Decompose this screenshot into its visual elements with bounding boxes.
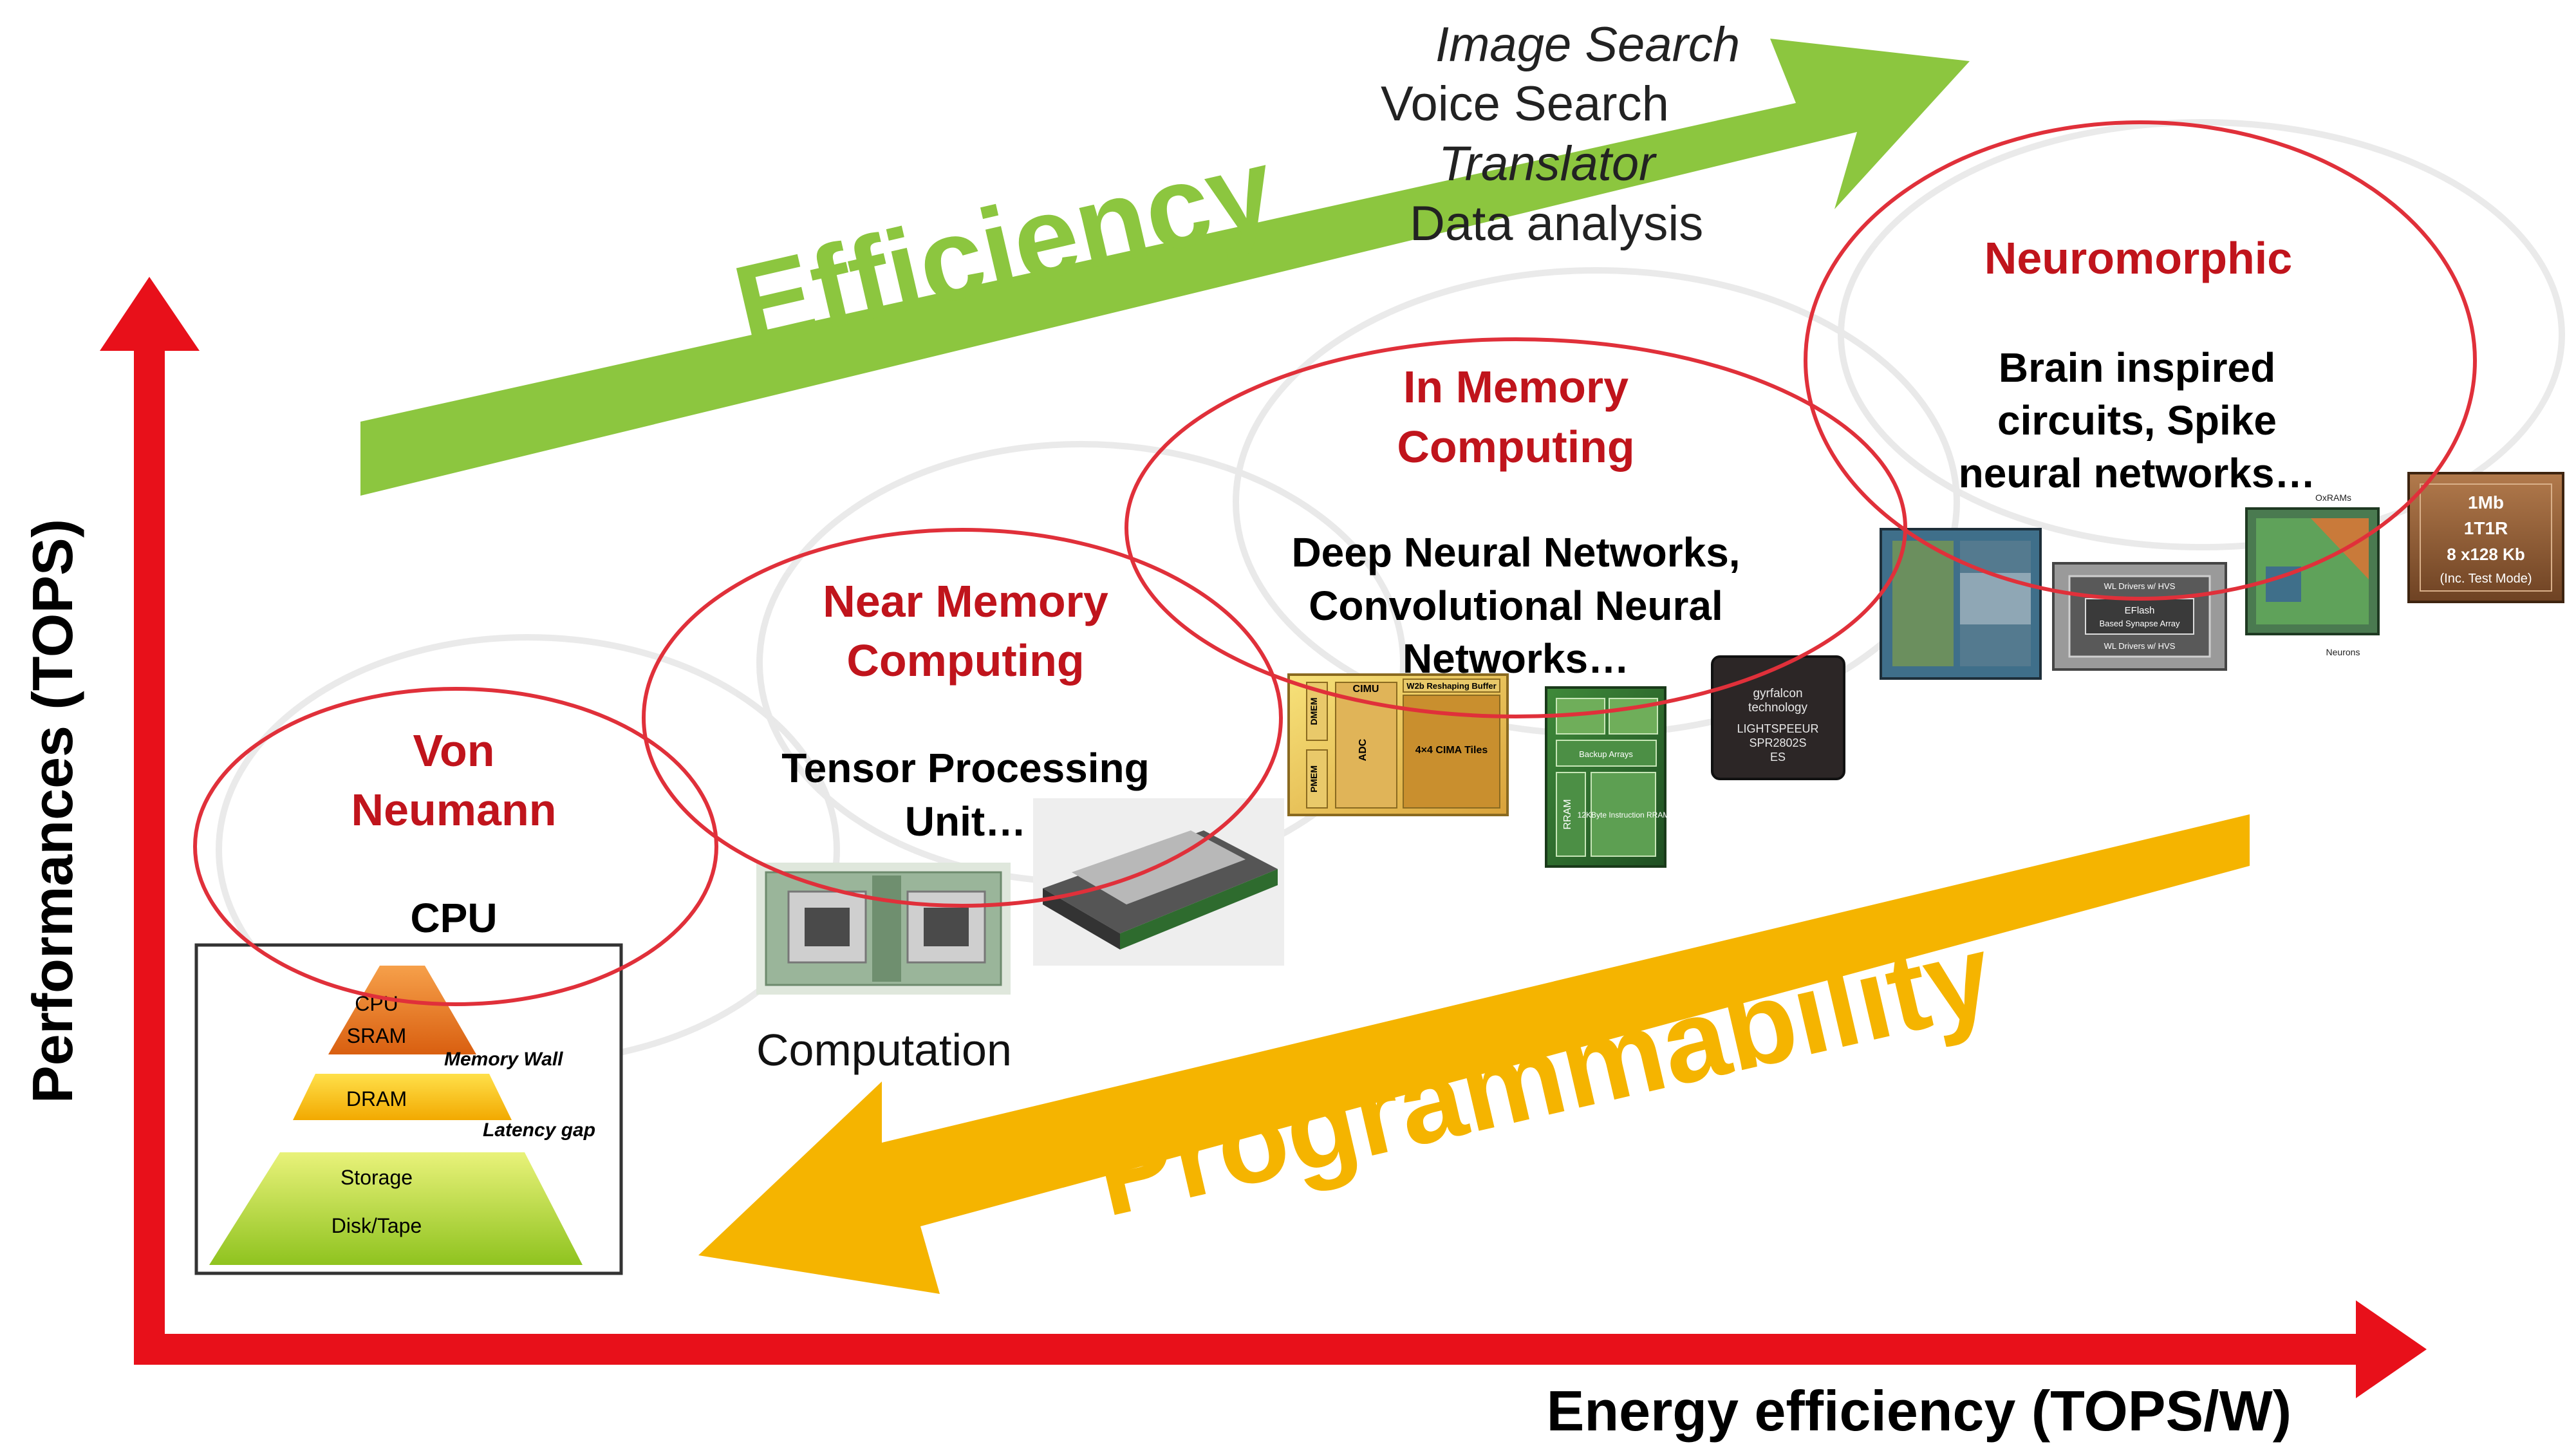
- mb-line1: 1Mb: [2468, 492, 2504, 512]
- eflash-line2: Based Synapse Array: [2099, 619, 2180, 628]
- application-item: Voice Search: [1381, 77, 1669, 131]
- cima-buffer: W2b Reshaping Buffer: [1406, 681, 1496, 691]
- near-memory-title-2: Computing: [846, 635, 1084, 686]
- von-neumann-title-1: Von: [413, 726, 494, 776]
- pyramid-storage: Storage: [341, 1166, 413, 1189]
- rram-backup: Backup Arrays: [1579, 749, 1633, 759]
- cima-pmem: PMEM: [1309, 765, 1319, 792]
- in-memory-title-1: In Memory: [1403, 362, 1629, 412]
- neuromorphic-desc-2: circuits, Spike: [1997, 397, 2277, 444]
- von-neumann-ellipse: [193, 687, 718, 1006]
- in-memory-desc-1: Deep Neural Networks,: [1291, 529, 1740, 576]
- von-neumann-text: Von Neumann CPU: [351, 726, 557, 941]
- latency-gap-label: Latency gap: [483, 1119, 595, 1141]
- mb-line4: (Inc. Test Mode): [2440, 572, 2532, 586]
- gyrfalcon-line2: technology: [1748, 701, 1807, 715]
- efficiency-arrow: Efficiency: [360, 39, 1970, 496]
- memory-wall-label: Memory Wall: [444, 1049, 563, 1070]
- edge-tpu-board-image: [1033, 798, 1284, 966]
- cima-dmem: DMEM: [1309, 698, 1319, 726]
- memory-pyramid: CPU SRAM DRAM Storage Disk/Tape Memory W…: [194, 943, 623, 1275]
- mb-line2: 1T1R: [2464, 518, 2508, 538]
- gyrfalcon-line5: ES: [1770, 751, 1786, 763]
- application-item: Data analysis: [1410, 196, 1703, 251]
- cima-adc: ADC: [1358, 738, 1368, 761]
- era-ellipses: [193, 120, 2477, 1006]
- near-memory-ellipse: [642, 528, 1283, 908]
- oxram-label-top: OxRAMs: [2315, 492, 2351, 503]
- pyramid-sram: SRAM: [347, 1024, 406, 1047]
- applications-list: Image Search Voice Search Translator Dat…: [1381, 17, 1740, 251]
- mb-line3: 8 x128 Kb: [2447, 545, 2525, 564]
- cima-tiles: 4×4 CIMA Tiles: [1415, 745, 1488, 756]
- in-memory-text: In Memory Computing Deep Neural Networks…: [1291, 362, 1740, 682]
- application-item: Translator: [1439, 136, 1657, 191]
- oxram-label-bottom: Neurons: [2326, 647, 2360, 657]
- mb-chip-image: 1Mb 1T1R 8 x128 Kb (Inc. Test Mode): [2407, 472, 2564, 603]
- cima-cimu: CIMU: [1353, 684, 1379, 695]
- x-axis-label: Energy efficiency (TOPS/W): [1547, 1379, 2291, 1443]
- von-neumann-title-2: Neumann: [351, 785, 557, 835]
- axes: [100, 277, 2427, 1398]
- pyramid-disk: Disk/Tape: [331, 1214, 422, 1237]
- near-memory-desc-2: Unit…: [905, 798, 1026, 845]
- y-axis-label: Performances (TOPS): [21, 519, 84, 1103]
- eflash-chip-image: WL Drivers w/ HVS EFlash Based Synapse A…: [2052, 562, 2227, 671]
- in-memory-title-2: Computing: [1397, 422, 1634, 472]
- gyrfalcon-line4: SPR2802S: [1749, 736, 1806, 749]
- gyrfalcon-chip-image: gyrfalcon technology LIGHTSPEEUR SPR2802…: [1711, 655, 1845, 780]
- computation-caption: Computation: [756, 1025, 1012, 1075]
- pyramid-dram: DRAM: [346, 1087, 407, 1110]
- neuromorphic-desc-3: neural networks…: [1959, 450, 2316, 496]
- in-memory-desc-3: Networks…: [1403, 635, 1629, 682]
- neuromorphic-title: Neuromorphic: [1984, 233, 2292, 283]
- neuromorphic-ellipse: [1804, 120, 2477, 601]
- oxram-chip-image: OxRAMs Neurons: [2245, 492, 2380, 657]
- near-memory-text: Near Memory Computing Tensor Processing …: [781, 576, 1149, 845]
- neuromorphic-die-1-image: [1880, 528, 2042, 680]
- in-memory-desc-2: Convolutional Neural: [1309, 583, 1723, 629]
- neuromorphic-text: Neuromorphic Brain inspired circuits, Sp…: [1959, 233, 2316, 496]
- rram-label: 12KByte Instruction RRAM: [1578, 810, 1670, 819]
- rram-vertical: RRAM: [1562, 799, 1573, 829]
- gyrfalcon-line1: gyrfalcon: [1753, 687, 1802, 700]
- cima-chip-image: DMEM PMEM CIMU ADC 4×4 CIMA Tiles W2b Re…: [1287, 673, 1509, 816]
- eflash-bottom: WL Drivers w/ HVS: [2104, 641, 2176, 651]
- near-memory-title-1: Near Memory: [823, 576, 1108, 626]
- neuromorphic-desc-1: Brain inspired: [1999, 344, 2275, 391]
- near-memory-desc-1: Tensor Processing: [781, 745, 1149, 791]
- eflash-line1: EFlash: [2125, 605, 2155, 616]
- eflash-top: WL Drivers w/ HVS: [2104, 581, 2176, 591]
- cpu-label: CPU: [410, 895, 497, 941]
- tpu-board-image: [756, 863, 1011, 995]
- application-item: Image Search: [1435, 17, 1740, 72]
- gyrfalcon-line3: LIGHTSPEEUR: [1737, 722, 1818, 735]
